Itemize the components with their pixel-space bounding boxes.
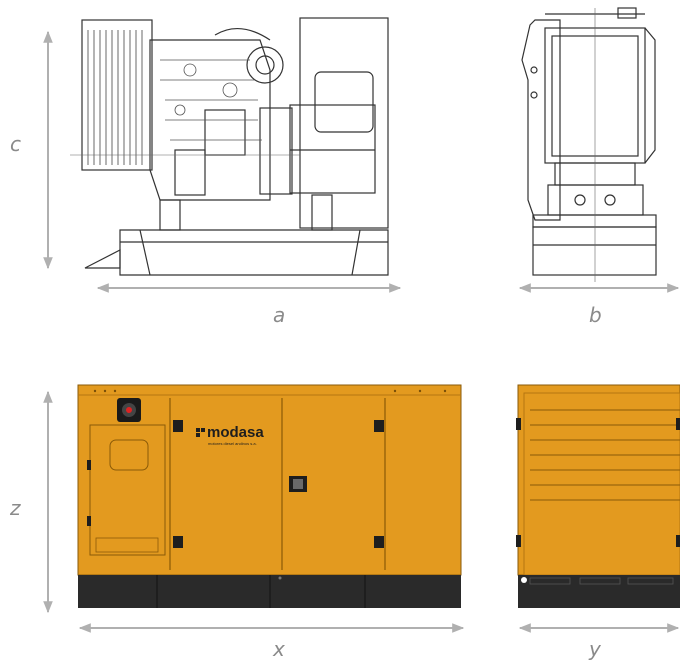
engine-block xyxy=(149,39,271,201)
canopy-generator-end-view xyxy=(516,384,680,608)
dimension-label-z: z xyxy=(10,496,21,520)
control-panel-box xyxy=(299,17,389,229)
dimension-label-c: c xyxy=(10,132,21,156)
base-frame xyxy=(119,229,389,276)
open-generator-end-view xyxy=(521,7,657,282)
dimension-label-x: x xyxy=(273,637,285,661)
brand-name: modasa xyxy=(207,424,264,441)
dimension-label-y: y xyxy=(589,637,601,661)
dimension-label-a: a xyxy=(273,303,286,327)
dimension-label-b: b xyxy=(589,303,602,327)
brand-tagline: motores diesel andinos s.a. xyxy=(208,441,257,446)
canopy-generator-side-view: modasa motores diesel andinos s.a. xyxy=(77,384,462,608)
open-generator-side-view xyxy=(70,17,389,276)
modasa-logo: modasa motores diesel andinos s.a. xyxy=(196,424,264,446)
radiator xyxy=(81,19,153,171)
